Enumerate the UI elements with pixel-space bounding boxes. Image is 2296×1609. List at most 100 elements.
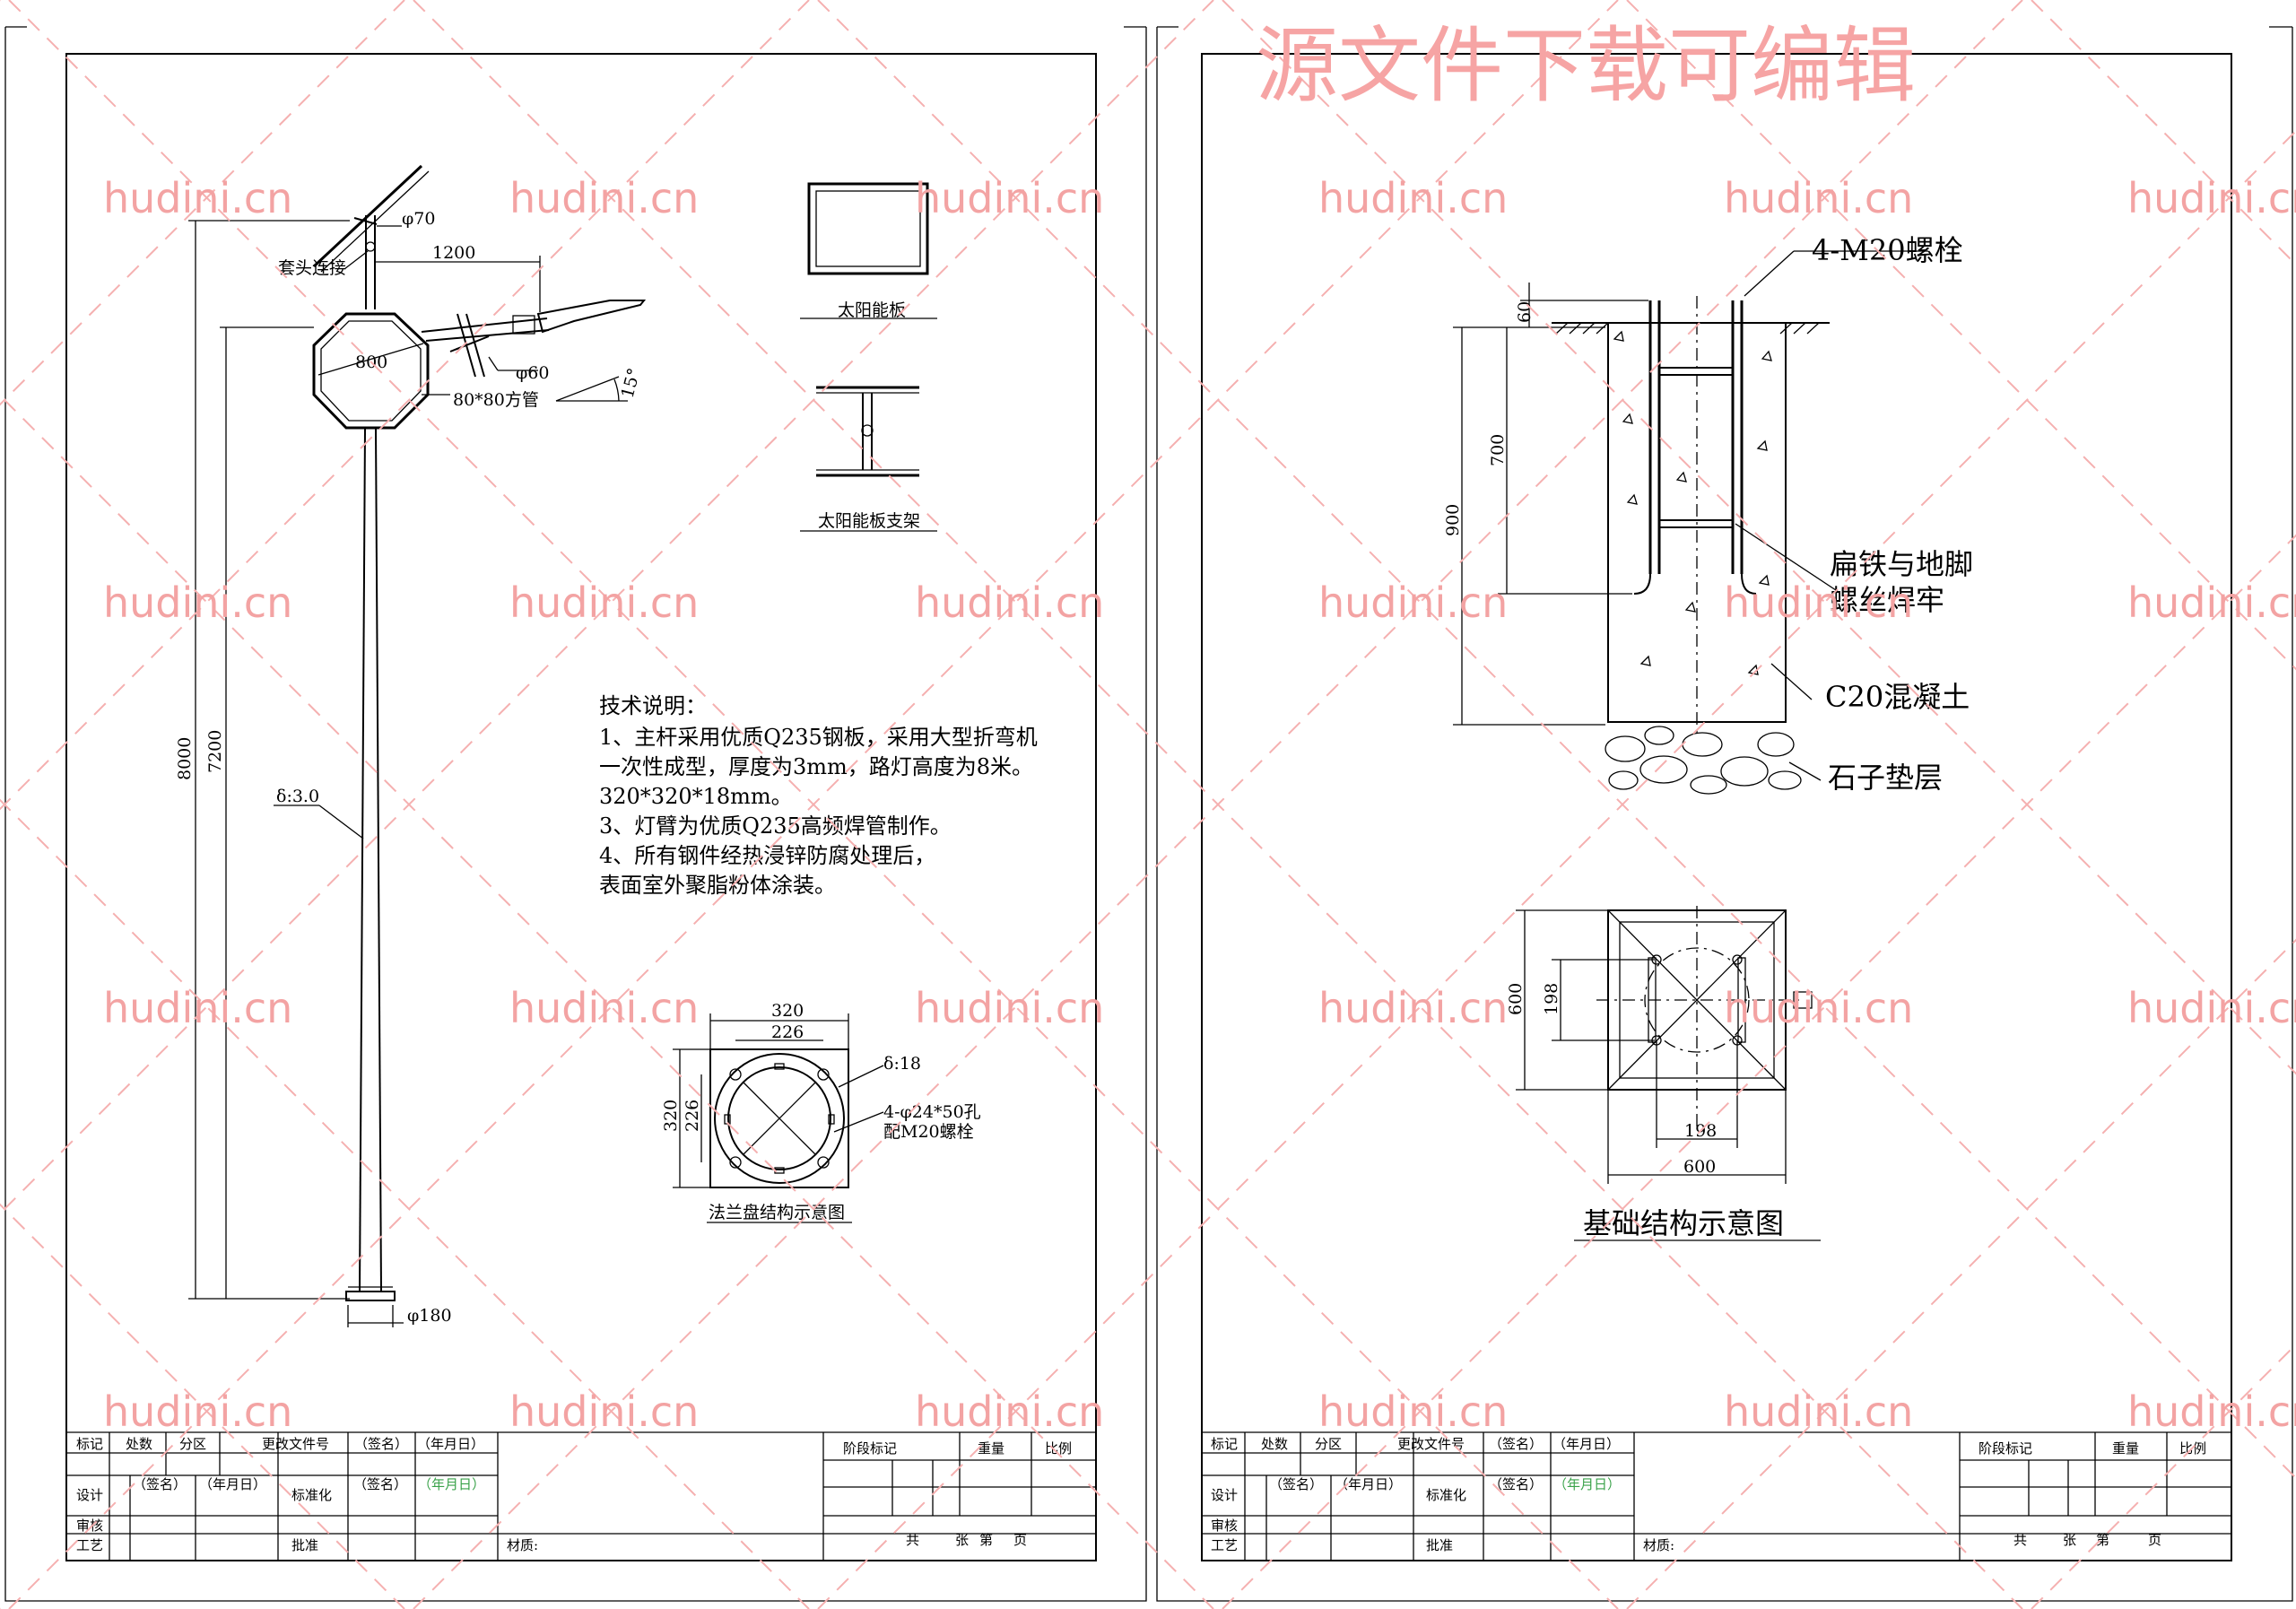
dim-60: 60 <box>1515 301 1535 323</box>
lamp-pole-elevation <box>188 164 647 1327</box>
watermark-line <box>817 0 2296 1480</box>
watermark-site-text: hudini.cn <box>915 578 1104 627</box>
tb-right-weight: 重量 <box>2112 1440 2139 1457</box>
weld-line-2: 螺丝焊牢 <box>1830 583 1944 617</box>
concrete-label: C20混凝土 <box>1825 680 1970 714</box>
tb-right-date: （年月日） <box>1335 1476 1402 1492</box>
tb-left-r1-2: 分区 <box>179 1436 206 1452</box>
label-phi70: φ70 <box>402 209 435 229</box>
watermark-site-text: hudini.cn <box>1318 578 1508 627</box>
flange-holes: 4-φ24*50孔 <box>883 1102 981 1122</box>
notes-title: 技术说明： <box>599 693 707 718</box>
tb-right-r1-2: 分区 <box>1315 1436 1342 1452</box>
label-angle: 15° <box>618 366 645 400</box>
tb-right-review: 审核 <box>1211 1518 1238 1534</box>
label-height-8000: 8000 <box>175 737 195 780</box>
tb-left-date2: （年月日） <box>418 1476 485 1492</box>
watermark-line <box>0 0 1214 1215</box>
watermark-line <box>413 0 2023 1609</box>
watermark-site-text: hudini.cn <box>1724 984 1913 1032</box>
watermark-line <box>2031 1343 2296 1609</box>
solar-bracket-detail: 太阳能板支架 <box>800 386 937 532</box>
solar-panel-title: 太阳能板 <box>838 300 906 320</box>
tb-left-scale: 比例 <box>1045 1440 1072 1457</box>
notes-line-1: 1、主杆采用优质Q235钢板，采用大型折弯机 <box>599 725 1038 750</box>
dim-700: 700 <box>1488 434 1508 466</box>
tb-left-r1-3: 更改文件号 <box>262 1436 329 1452</box>
solar-bracket-title: 太阳能板支架 <box>818 511 920 531</box>
watermark-line <box>0 0 405 406</box>
tb-left-sign2: （签名） <box>353 1476 407 1492</box>
flange-d320-top: 320 <box>771 1001 804 1021</box>
watermark-site-text: hudini.cn <box>509 174 699 222</box>
right-sheet-frame <box>1156 26 2293 1602</box>
watermark-site-text: hudini.cn <box>1318 984 1508 1032</box>
label-square-tube: 80*80方管 <box>453 390 539 410</box>
tb-left-standard: 标准化 <box>291 1487 332 1503</box>
tb-right-design: 设计 <box>1211 1487 1238 1503</box>
watermark-line <box>8 0 1619 1609</box>
watermark-site-text: hudini.cn <box>103 578 292 627</box>
tb-right-r1-5: （年月日） <box>1552 1436 1620 1452</box>
label-lamp-connect: 套头连接 <box>278 258 346 278</box>
watermark-line <box>1626 938 2296 1609</box>
watermark-line <box>1222 0 2296 1075</box>
tb-right-sign2: （签名） <box>1489 1476 1543 1492</box>
tb-right-r1-3: 更改文件号 <box>1397 1436 1465 1452</box>
tb-right-r1-1: 处数 <box>1261 1436 1288 1452</box>
tb-left-stage: 阶段标记 <box>843 1440 897 1457</box>
tb-left-page: 页 <box>1013 1532 1027 1548</box>
tb-left-r1-0: 标记 <box>76 1436 103 1452</box>
watermark-site-text: hudini.cn <box>2127 984 2296 1032</box>
tb-right-approve: 批准 <box>1426 1537 1453 1553</box>
watermark-site-text: hudini.cn <box>509 578 699 627</box>
watermark-site-text: hudini.cn <box>2127 1387 2296 1436</box>
plan-d600-side: 600 <box>1506 983 1526 1015</box>
label-delta-30: δ:3.0 <box>276 787 319 806</box>
tb-right-sheets: 张 <box>2063 1532 2076 1548</box>
flange-d226-top: 226 <box>771 1022 804 1042</box>
watermark-site-text: hudini.cn <box>103 984 292 1032</box>
tb-right-total: 共 <box>2013 1532 2027 1548</box>
watermark-site-text: hudini.cn <box>509 984 699 1032</box>
tb-left-page-no: 第 <box>979 1532 993 1548</box>
flange-d320-side: 320 <box>661 1100 681 1132</box>
tb-left-sign: （签名） <box>133 1476 187 1492</box>
watermark-line <box>0 1203 405 1609</box>
watermark-site-text: hudini.cn <box>2127 174 2296 222</box>
watermark-line <box>0 0 810 811</box>
notes-line-4: 3、灯臂为优质Q235高频焊管制作。 <box>599 813 952 839</box>
tb-right-page-no: 第 <box>2096 1532 2109 1548</box>
dim-900: 900 <box>1443 504 1463 536</box>
tb-left-r1-5: （年月日） <box>417 1436 484 1452</box>
technical-notes: 技术说明： 1、主杆采用优质Q235钢板，采用大型折弯机 一次性成型，厚度为3m… <box>599 693 1038 898</box>
bolt-label: 4-M20螺栓 <box>1812 233 1963 267</box>
label-phi60: φ60 <box>516 363 549 383</box>
tb-right-date2: （年月日） <box>1553 1476 1621 1492</box>
watermark-site-text: hudini.cn <box>103 174 292 222</box>
tb-left-date: （年月日） <box>199 1476 266 1492</box>
watermark-site-text: hudini.cn <box>915 1387 1104 1436</box>
lamp-pole-labels: φ70 套头连接 1200 800 φ60 80*80方管 15° 8000 7… <box>175 209 645 1326</box>
foundation-title: 基础结构示意图 <box>1583 1206 1784 1240</box>
watermark-site-text: hudini.cn <box>1318 1387 1508 1436</box>
tb-left-r1-1: 处数 <box>126 1436 152 1452</box>
tb-right-page: 页 <box>2148 1532 2161 1548</box>
watermark-site-text: hudini.cn <box>1318 174 1508 222</box>
tb-left-craft: 工艺 <box>76 1537 103 1553</box>
tb-right-material: 材质: <box>1643 1537 1674 1553</box>
flange-d226-side: 226 <box>683 1100 702 1132</box>
notes-line-5: 4、所有钢件经热浸锌防腐处理后， <box>599 843 935 868</box>
weld-line-1: 扁铁与地脚 <box>1830 547 1973 581</box>
tb-right-r1-4: （签名） <box>1489 1436 1543 1452</box>
watermark-site-text: hudini.cn <box>103 1387 292 1436</box>
watermark-site-text: hudini.cn <box>915 984 1104 1032</box>
watermark-line <box>817 129 2296 1609</box>
watermark-banner: 源文件下载可编辑 <box>1256 18 1916 114</box>
tb-left-design: 设计 <box>76 1487 103 1503</box>
tb-left-review: 审核 <box>76 1518 103 1534</box>
foundation-section-labels: 4-M20螺栓 60 700 900 扁铁与地脚 螺丝焊牢 C20混凝土 石子垫… <box>1443 233 1973 795</box>
flange-delta18: δ:18 <box>883 1054 921 1074</box>
